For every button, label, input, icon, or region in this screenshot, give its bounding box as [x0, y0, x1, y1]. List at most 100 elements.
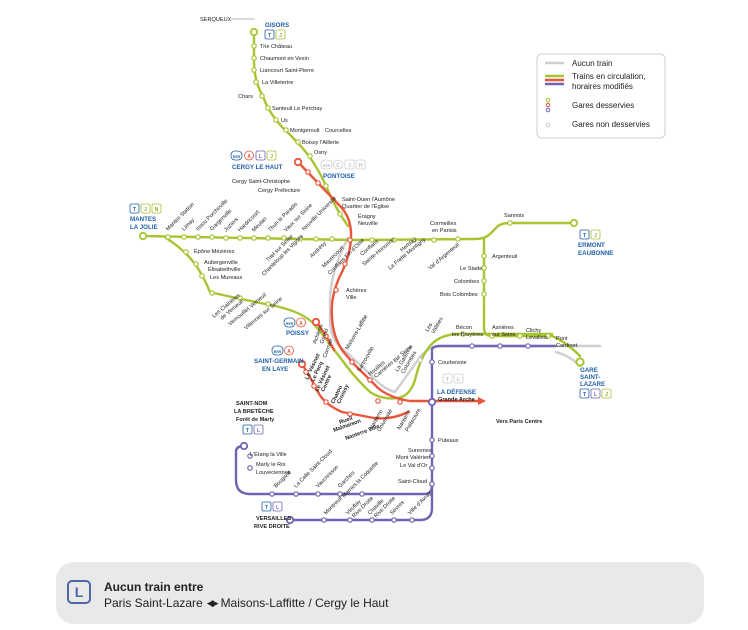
station-label: Ville [346, 295, 356, 301]
line-a-sgl [300, 362, 410, 420]
badge-l: L [594, 392, 597, 398]
station-dot [265, 105, 271, 111]
station-dot [199, 273, 205, 279]
station-label: Le Stade [460, 266, 482, 272]
line-j-poissy [164, 236, 400, 400]
station-label: Aubergenville [204, 260, 238, 266]
station-label: en Parisis [432, 228, 457, 234]
station-dot [497, 343, 503, 349]
terminus-labels: GISORS CERGY LE HAUT PONTOISE MANTES LA … [130, 17, 613, 530]
terminus-ermont-line2: EAUBONNE [578, 250, 613, 257]
terminus-mantes-line2: LA JOLIE [130, 224, 158, 231]
badge-group-sgl: RER A [271, 345, 294, 356]
station-dot [297, 236, 303, 242]
station-dot [391, 517, 397, 523]
station-label: Courcelles [325, 128, 352, 134]
station-dot [195, 234, 201, 240]
badge-group-defense: T L [442, 373, 464, 384]
station-dot [489, 333, 495, 339]
station-label: Éragny [358, 213, 376, 220]
station-dot [481, 253, 487, 259]
station-dot [429, 437, 435, 443]
station-label: Quartier de l'Église [342, 203, 389, 210]
line-l-versailles [288, 484, 434, 522]
station-dot [545, 333, 551, 339]
line-j-mantes [141, 221, 576, 242]
badge-train-icon: T [133, 207, 136, 213]
badge-train-icon: T [265, 505, 268, 511]
station-dot [347, 237, 353, 243]
station-label: Sannois [504, 213, 524, 219]
station-dot [251, 43, 257, 49]
station-dot [315, 180, 321, 186]
line-l-snb [234, 444, 252, 496]
station-dot [183, 249, 189, 255]
station-dot [369, 517, 375, 523]
station-dot [429, 359, 435, 365]
station-dot [165, 234, 171, 240]
badge-train-icon: T [446, 377, 449, 383]
station-label: Le Perchay [294, 106, 322, 112]
terminus-vrd-line2: RIVE DROITE [254, 524, 290, 530]
station-dot [393, 357, 399, 363]
badge-group-poissy: RER A [283, 317, 306, 328]
station-label: L'Étang la Ville [250, 451, 287, 458]
station-label: Suresnes [408, 448, 432, 454]
badge-l: L [259, 154, 262, 160]
station-label: Achères [346, 288, 367, 294]
legend-dot-green [545, 97, 551, 103]
badge-group-gsl: T L J [579, 388, 612, 399]
notice-title: Aucun train entre [104, 580, 204, 594]
station-dot [349, 359, 355, 365]
station-dot [253, 79, 259, 85]
station-labels: Trie Château Chaumont en Vexin Liancourt… [165, 44, 577, 519]
station-label: Cergy Préfecture [258, 188, 300, 194]
badge-train-icon: T [583, 392, 586, 398]
line-j-gisors [252, 30, 350, 228]
station-label: Us [281, 118, 288, 124]
station-dot [323, 183, 329, 189]
terminus-defense-line2: Grande Arche [438, 397, 475, 403]
station-dot [431, 237, 437, 243]
network-map: T J RER A L J RER C J H T J [129, 17, 666, 530]
station-label: Clichy [526, 328, 541, 334]
terminus-dot [427, 397, 437, 407]
station-dot [411, 237, 417, 243]
station-label: Élisabethville [208, 266, 241, 273]
terminus-sgl-line1: SAINT-GERMAIN [254, 358, 304, 365]
badge-h: H [359, 163, 363, 169]
station-dot [281, 235, 287, 241]
badge-group-ermont: T J [579, 229, 601, 240]
station-dot [251, 55, 257, 61]
station-label: La Celle Saint-Cloud [293, 449, 334, 490]
terminus-ermont-line1: ERMONT [578, 242, 605, 249]
station-label: Grand [319, 328, 330, 345]
badge-l: L [457, 377, 460, 383]
station-dot [315, 491, 321, 497]
station-dot [251, 235, 257, 241]
station-dot [223, 235, 229, 241]
station-dot [342, 261, 348, 267]
line-j-stlazare [396, 332, 554, 400]
station-label: Cardinet [556, 343, 578, 349]
legend-not-served: Gares non desservies [572, 120, 650, 129]
station-label: sur Seine [492, 332, 516, 338]
station-label: Épône Mézières [194, 248, 235, 255]
terminus-dot [569, 218, 579, 228]
station-label: Asnières [492, 325, 514, 331]
station-dot [455, 236, 461, 242]
station-label: Osny [314, 150, 327, 156]
badge-group-pontoise: RER C J H [320, 159, 366, 170]
station-dot [237, 295, 243, 301]
badge-a: A [287, 349, 291, 355]
badge-j: J [270, 154, 273, 160]
station-label: Pont [556, 336, 568, 342]
station-label: Montreuil [323, 496, 344, 517]
station-label: Neuville [358, 221, 378, 227]
station-dot [321, 517, 327, 523]
badge-rer-icon: RER [233, 155, 241, 159]
line-l-ext [430, 344, 557, 352]
station-label: Levallois [526, 335, 548, 341]
terminus-gsl-line2: SAINT- [580, 374, 600, 381]
line-grey-suburban [328, 236, 397, 394]
